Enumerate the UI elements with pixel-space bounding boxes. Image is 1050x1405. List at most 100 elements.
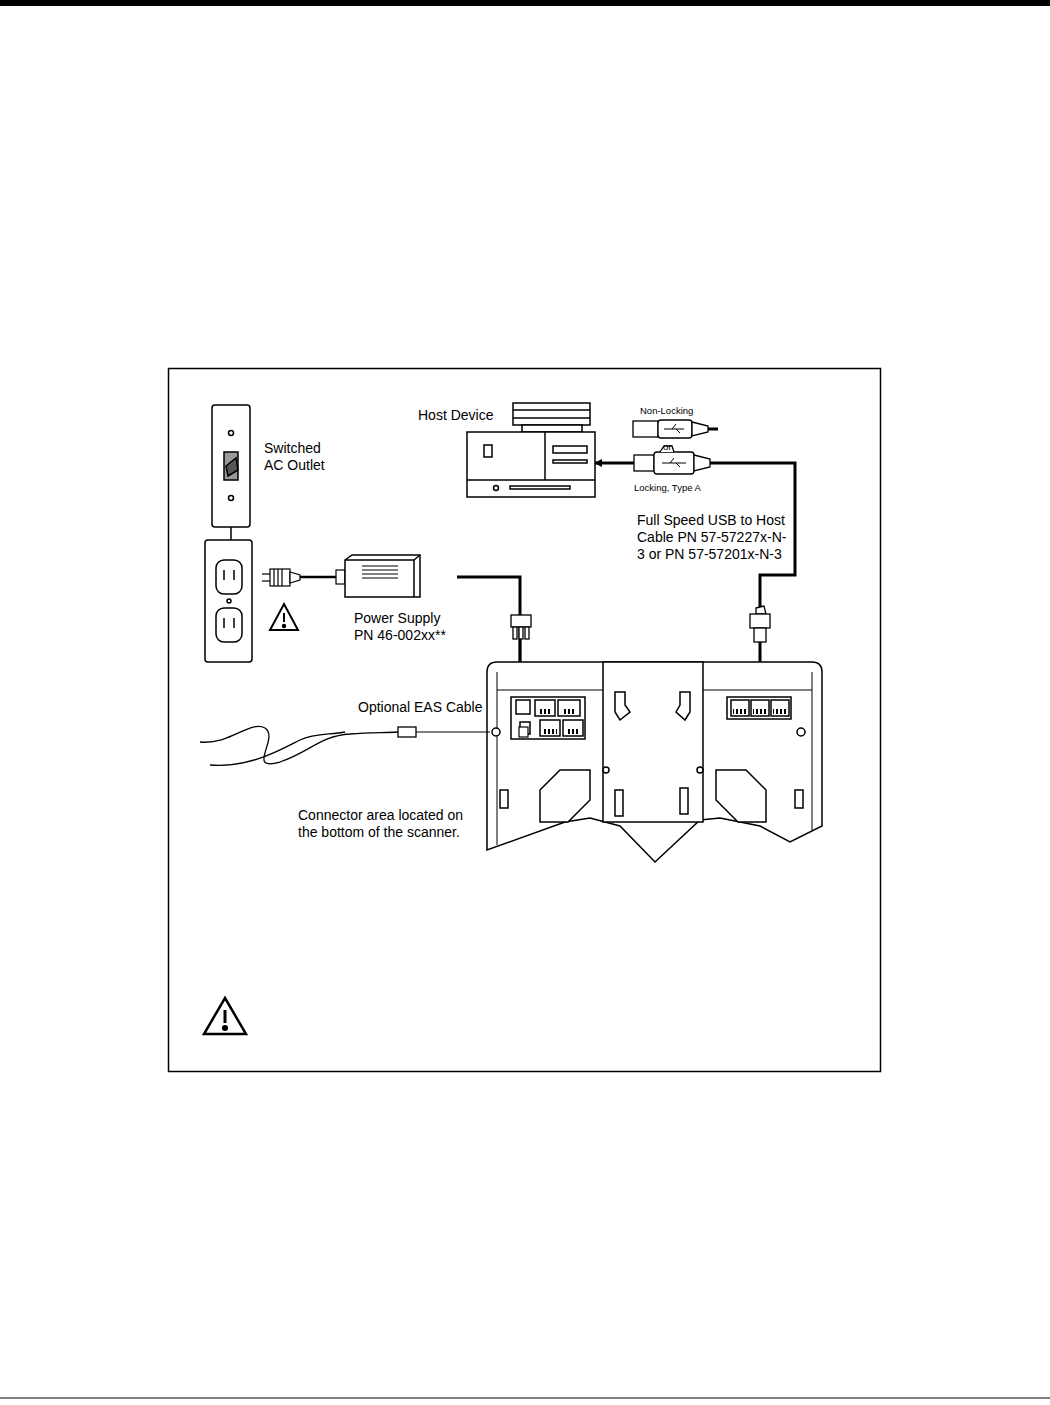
figure-frame [169,369,881,1072]
scanner-bottom-part [773,709,787,714]
plug-type-label: Locking, Type A [634,482,724,493]
power-supply-brick-part [362,578,398,579]
host-computer-part [544,432,546,480]
eas-cable-part [210,732,345,765]
ac-plug-part [300,576,338,579]
power-connector-part [511,615,531,627]
scanner-bottom-part [727,697,791,719]
power-supply-brick-part [362,574,398,575]
scanner-bottom-part [558,700,580,716]
warning-symbol [270,604,298,630]
scanner-bottom-part [676,692,690,720]
scanner-bottom-part [563,720,583,736]
scanner-bottom-part [511,697,585,739]
host-device: Host Device [415,400,595,498]
wall-outlet-part [223,618,225,628]
ac-plug-part [277,569,278,586]
or-label: or [663,441,683,452]
scanner-bottom-part [516,700,530,714]
scanner-bottom-part [697,767,703,773]
ac-plug-part [336,570,345,584]
ac-plug-part [262,580,270,581]
ac-plug-part [262,573,270,574]
wall-outlet-part [216,560,242,594]
usb-cable-connector-part [756,606,766,614]
host-computer-part [513,403,590,425]
scanner-bottom-part [603,662,703,822]
wall-outlet-part [216,608,242,642]
top-bar [0,0,1050,6]
usb-plug-non-locking-part [692,422,708,436]
wall-outlet-part [233,618,235,628]
scanner-bottom-part [500,790,508,808]
eas-cable-part [416,731,490,732]
power-supply-brick [345,555,420,597]
cable [595,463,795,662]
scanner-bottom-part [680,788,688,814]
wall-outlet-part [205,540,252,662]
ac-plug-part [270,569,290,586]
eas-cable-part [519,727,528,737]
host-computer-part [484,445,492,457]
warning-symbol-part [223,1026,227,1030]
host-computer-part [513,417,590,419]
usb-plug-non-locking-part [664,424,684,433]
host-computer-part [510,486,570,489]
wall-switch-part [226,458,238,476]
wall-outlet-part [233,570,235,580]
scanner-bottom-part [797,728,805,736]
wall-switch-part [224,452,238,480]
scanner: Connector area located on the bottom of … [487,662,822,862]
usb-plug-locking [634,446,710,474]
scanner-note: Connector area located on the bottom of … [298,807,480,841]
eas-cable-part [200,726,398,763]
outlet-group: Switched AC Outlet [205,400,337,665]
host-computer-part [553,460,587,463]
scanner-bottom-part [487,662,822,862]
power-connector-part [513,627,517,639]
scanner-bottom-part [795,790,803,808]
eas-cable-part [398,727,416,737]
host-computer-part [553,446,587,453]
scanner-bottom-part [812,672,813,830]
scanner-bottom [487,662,822,862]
ac-plug-part [290,572,300,583]
wall-switch-part [229,431,234,436]
host-computer-part [467,432,595,497]
bottom-rule [0,1398,1050,1399]
warning-symbol-part [283,613,285,622]
scanner-bottom-part [562,709,576,714]
scanner-bottom-part [543,729,557,734]
cable-label: Full Speed USB to Host Cable PN 57-57227… [637,512,787,563]
host-computer-part [513,409,590,411]
scanner-bottom-part [538,709,552,714]
ac-plug-part [281,569,282,586]
power-supply-brick-part [414,555,420,560]
scanner-bottom-part [615,692,630,720]
host-computer-part [494,486,499,491]
scanner-bottom-part [771,700,789,716]
scanner-bottom-part [733,709,747,714]
scanner-bottom-part [615,790,623,816]
usb-plug-locking-part [694,455,710,471]
scanner-bottom-part [566,729,580,734]
usb-plug-locking-part [654,452,694,474]
scanner-bottom-part [535,700,555,716]
scanner-bottom-part [603,767,609,773]
usb-plug-locking-part [662,458,686,467]
scanner-bottom-part [753,709,767,714]
scanner-bottom-part [731,700,749,716]
host-label: Host Device [418,407,510,424]
usb-plug-non-locking [633,420,718,438]
wall-switch-part [212,405,250,527]
scanner-bottom-part [751,700,769,716]
power-supply-brick-part [345,555,420,597]
scanner-bottom-part [492,728,500,736]
wall-outlet [205,540,252,662]
host-computer-part [522,425,582,432]
usb-cable-connector-part [750,614,770,628]
power-supply-label: Power Supply PN 46-002xx** [354,610,454,644]
usb-plug-non-locking-part [658,420,692,438]
